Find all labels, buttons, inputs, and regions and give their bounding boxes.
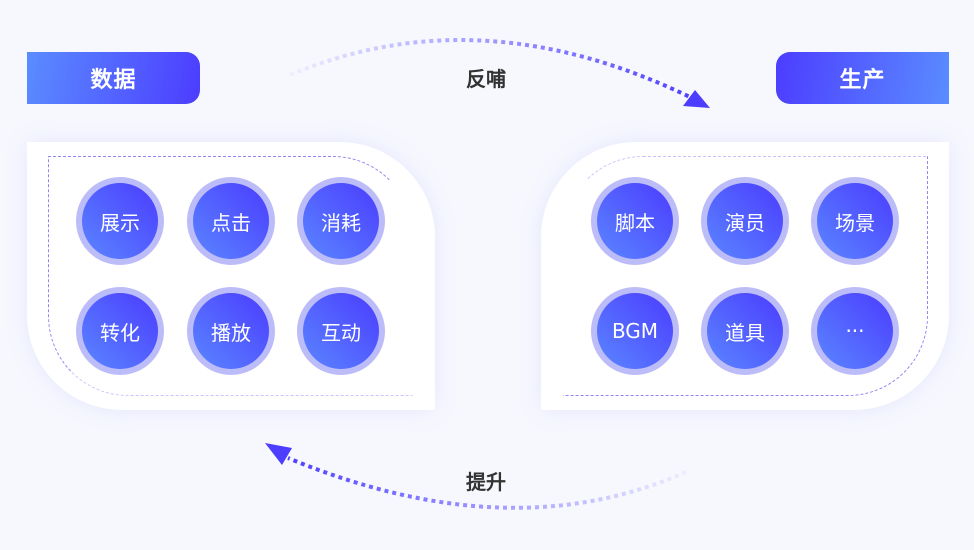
data-item: 互动 xyxy=(297,287,385,375)
production-item: 道具 xyxy=(701,287,789,375)
item-label: 播放 xyxy=(193,293,269,369)
top-arrowhead-icon xyxy=(683,90,710,108)
bottom-arc-arrow xyxy=(287,456,687,510)
feedback-label: 反哺 xyxy=(466,67,506,91)
item-label: ··· xyxy=(817,293,893,369)
production-item: BGM xyxy=(591,287,679,375)
improve-label: 提升 xyxy=(466,470,506,494)
dashed-border xyxy=(48,156,413,396)
bottom-arrowhead-icon xyxy=(265,443,292,465)
data-item: 展示 xyxy=(76,177,164,265)
item-label: 道具 xyxy=(707,293,783,369)
production-badge: 生产 xyxy=(776,52,949,104)
production-item: ··· xyxy=(811,287,899,375)
data-item: 消耗 xyxy=(297,177,385,265)
item-label: 消耗 xyxy=(303,183,379,259)
item-label: 场景 xyxy=(817,183,893,259)
data-item: 转化 xyxy=(76,287,164,375)
item-label: 点击 xyxy=(193,183,269,259)
data-badge: 数据 xyxy=(27,52,200,104)
production-item: 脚本 xyxy=(591,177,679,265)
data-item: 点击 xyxy=(187,177,275,265)
top-arc-arrow xyxy=(289,38,693,100)
item-label: 转化 xyxy=(82,293,158,369)
item-label: 展示 xyxy=(82,183,158,259)
production-item: 场景 xyxy=(811,177,899,265)
item-label: BGM xyxy=(597,293,673,369)
item-label: 互动 xyxy=(303,293,379,369)
dashed-border xyxy=(563,156,928,396)
item-label: 脚本 xyxy=(597,183,673,259)
item-label: 演员 xyxy=(707,183,783,259)
data-item: 播放 xyxy=(187,287,275,375)
production-item: 演员 xyxy=(701,177,789,265)
